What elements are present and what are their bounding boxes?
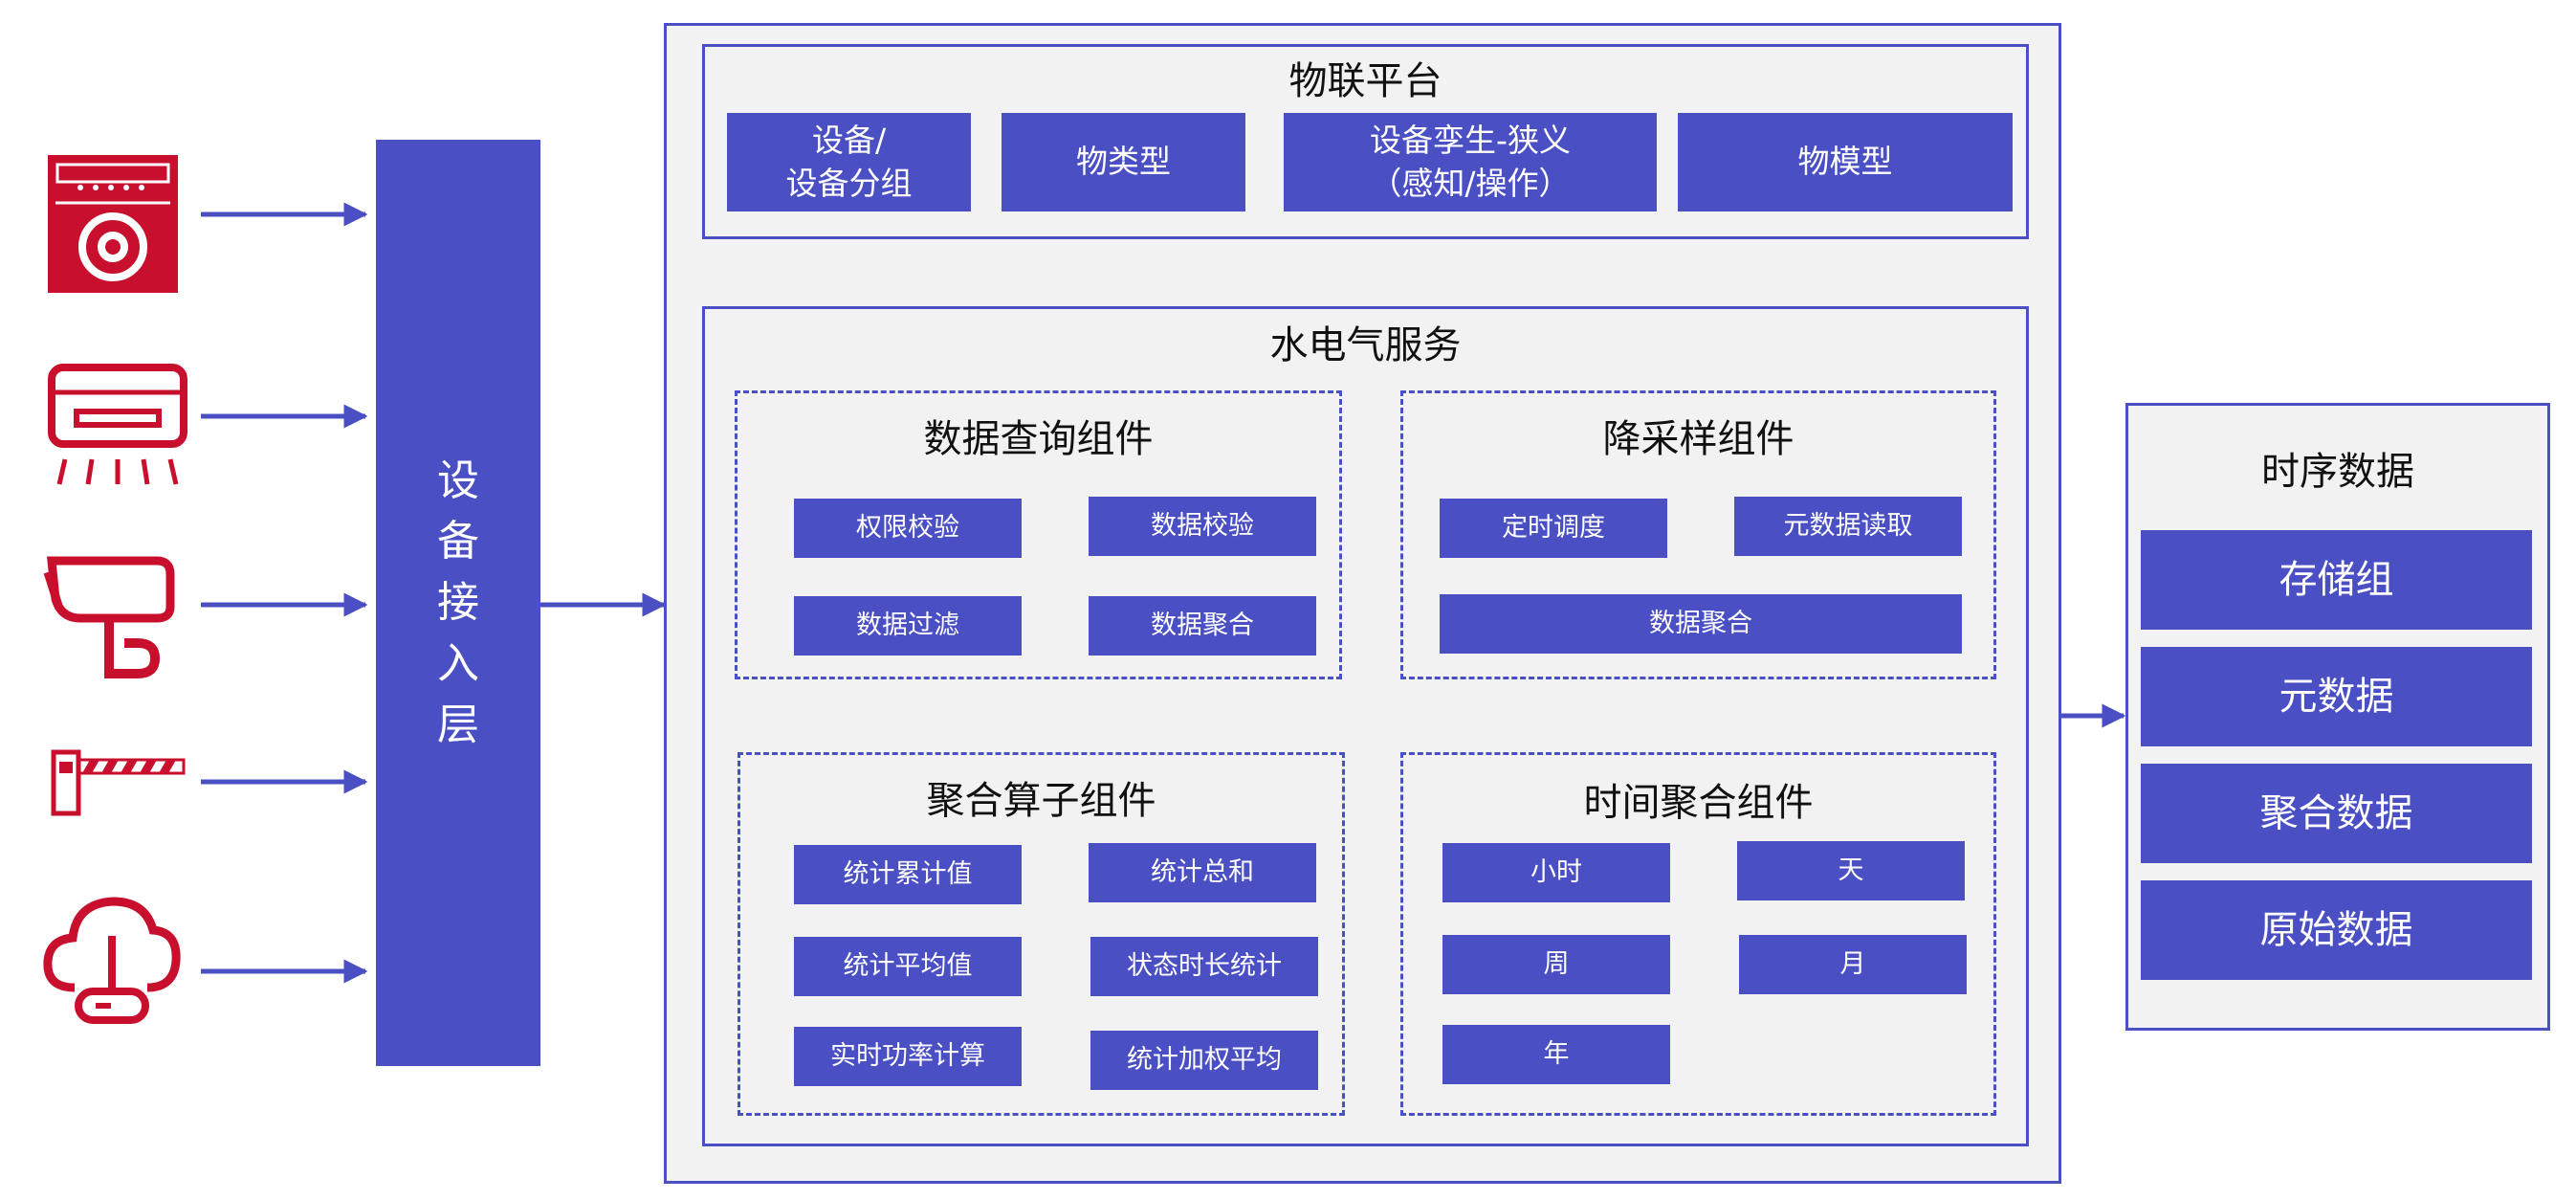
query-component-title: 数据查询组件	[923, 417, 1154, 461]
device-group-box: 设备/ 设备分组	[727, 113, 971, 211]
device-twin-box: 设备孪生-狭义 （感知/操作）	[1284, 113, 1657, 211]
cloud-router-icon	[43, 897, 181, 1024]
data-validation-box: 数据校验	[1089, 497, 1316, 556]
access-layer-char-1: 设	[437, 456, 479, 505]
iot-platform-title: 物联平台	[1288, 59, 1442, 103]
meter-icon	[48, 155, 178, 293]
weighted-average-box: 统计加权平均	[1090, 1031, 1318, 1090]
barrier-gate-icon	[51, 749, 186, 816]
metadata-box: 元数据	[2141, 647, 2532, 746]
metadata-read-box: 元数据读取	[1734, 497, 1962, 556]
access-layer-char-3: 接	[437, 578, 479, 628]
permission-check-box: 权限校验	[794, 499, 1022, 558]
storage-group-box: 存储组	[2141, 530, 2532, 630]
downsample-component	[1400, 390, 1996, 679]
downsample-data-aggregation-box: 数据聚合	[1440, 594, 1962, 654]
year-box: 年	[1442, 1025, 1670, 1084]
cumulative-value-box: 统计累计值	[794, 845, 1022, 904]
aggregated-data-box: 聚合数据	[2141, 764, 2532, 863]
raw-data-box: 原始数据	[2141, 880, 2532, 980]
utility-service-title: 水电气服务	[1269, 323, 1462, 367]
state-duration-box: 状态时长统计	[1090, 937, 1318, 996]
hour-box: 小时	[1442, 843, 1670, 902]
camera-icon	[43, 556, 175, 678]
query-component	[735, 390, 1342, 679]
average-box: 统计平均值	[794, 937, 1022, 996]
air-conditioner-icon	[48, 364, 187, 485]
month-box: 月	[1739, 935, 1967, 994]
access-layer-char-5: 层	[437, 700, 479, 749]
time-aggregation-title: 时间聚合组件	[1583, 781, 1814, 825]
downsample-component-title: 降采样组件	[1602, 417, 1794, 461]
timeseries-title: 时序数据	[2261, 450, 2414, 494]
sum-box: 统计总和	[1089, 843, 1316, 902]
device-access-layer: 设 备 接 入 层	[376, 140, 540, 1066]
realtime-power-box: 实时功率计算	[794, 1027, 1022, 1086]
scheduled-dispatch-box: 定时调度	[1440, 499, 1667, 558]
thing-model-box: 物模型	[1678, 113, 2013, 211]
data-filter-box: 数据过滤	[794, 596, 1022, 656]
query-data-aggregation-box: 数据聚合	[1089, 596, 1316, 656]
aggregation-operator-component	[738, 752, 1345, 1116]
aggregation-operator-title: 聚合算子组件	[926, 779, 1156, 823]
access-layer-char-4: 入	[437, 638, 479, 688]
access-layer-char-2: 备	[437, 517, 479, 567]
thing-type-box: 物类型	[1002, 113, 1245, 211]
time-aggregation-component	[1400, 752, 1996, 1116]
day-box: 天	[1737, 841, 1965, 900]
utility-service-panel	[702, 306, 2029, 1146]
week-box: 周	[1442, 935, 1670, 994]
